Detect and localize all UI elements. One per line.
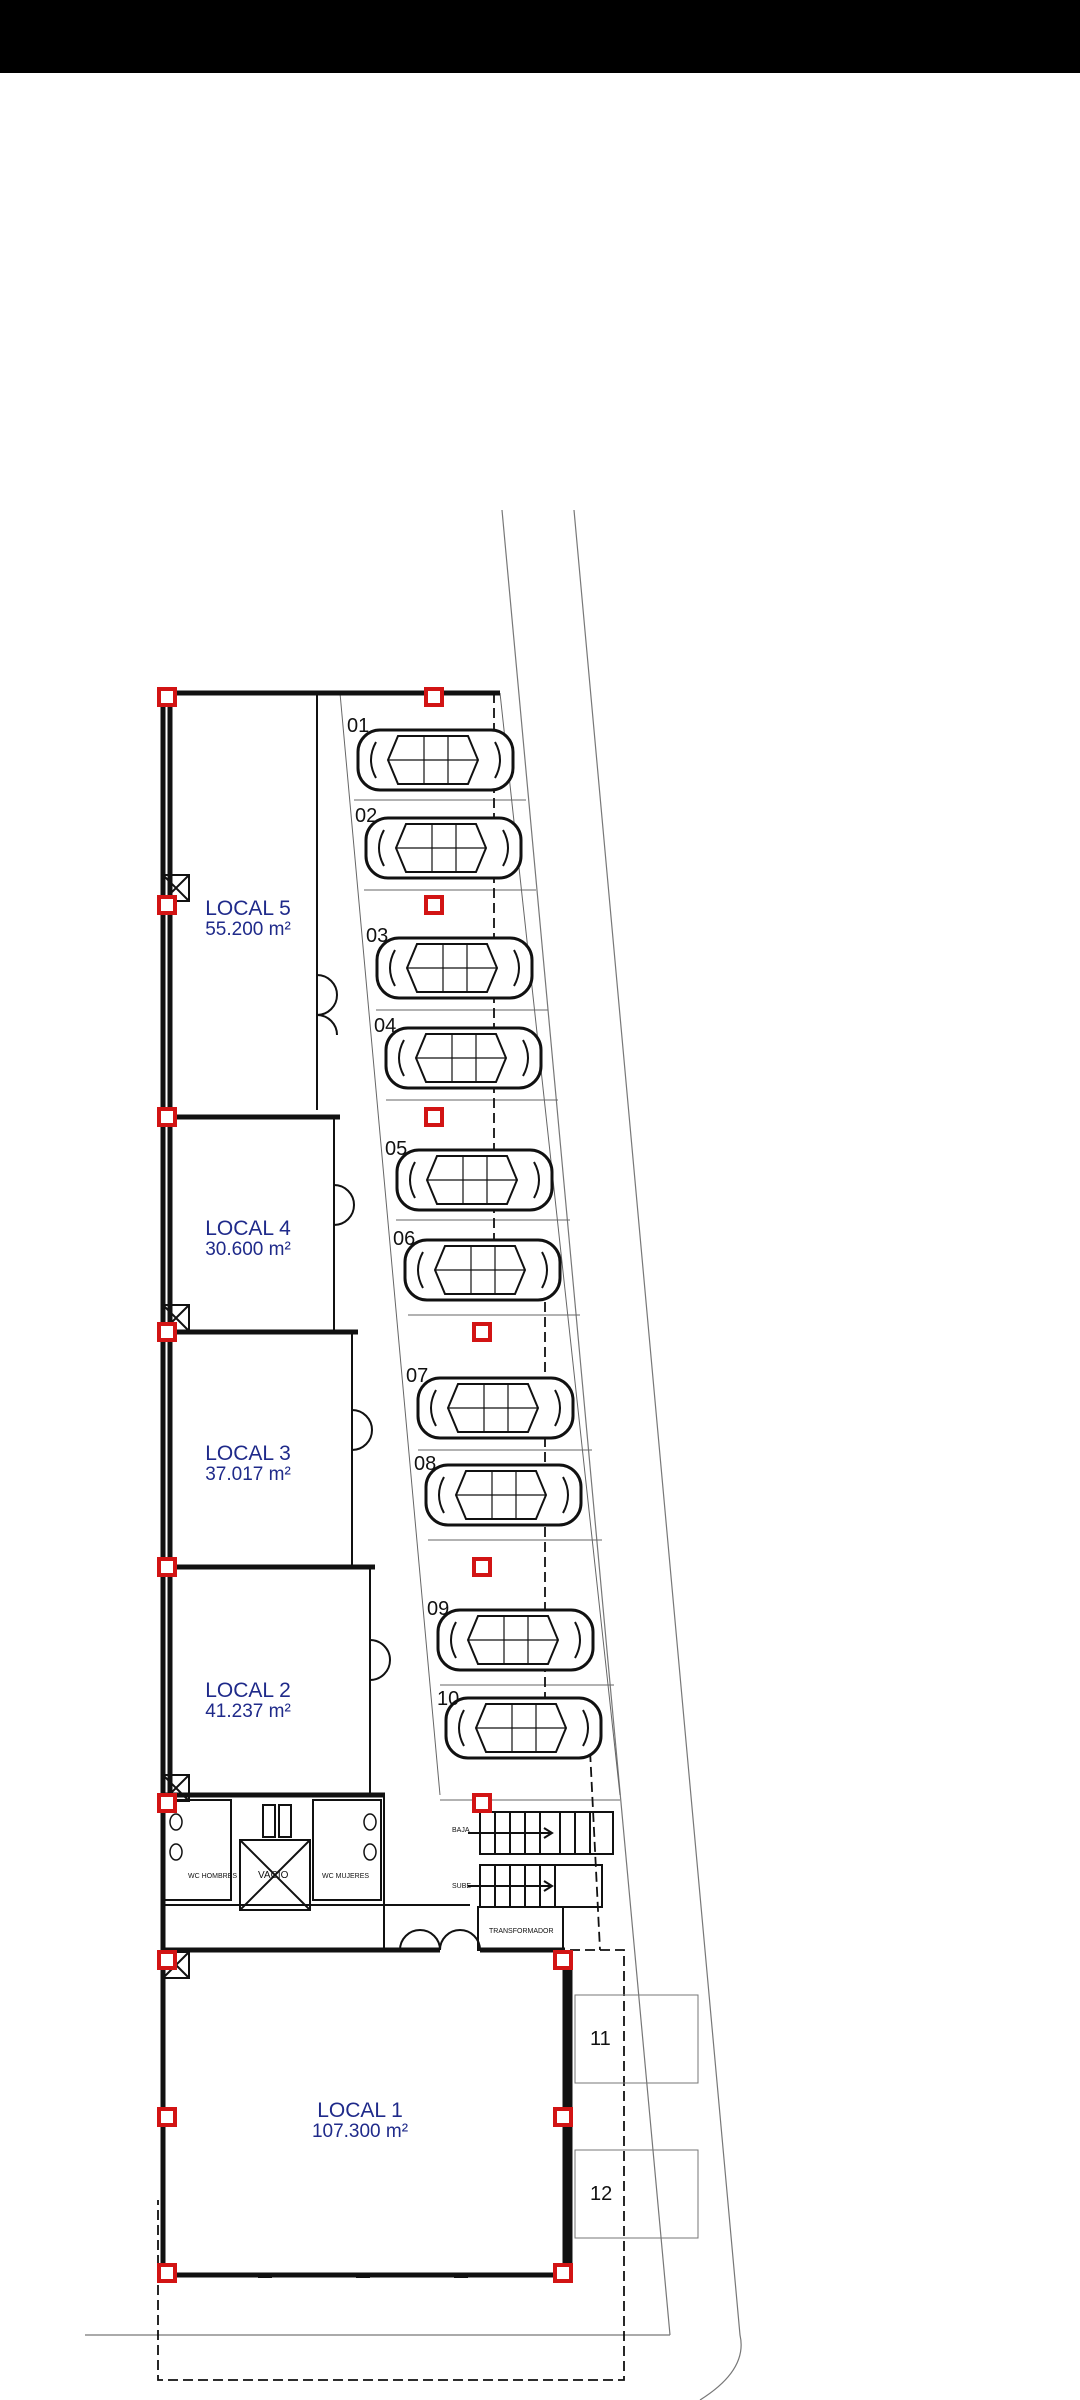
column-marker — [472, 1793, 492, 1813]
column-marker — [424, 1107, 444, 1127]
room-1-name: LOCAL 1 — [317, 2099, 403, 2122]
parked-car — [356, 728, 515, 792]
room-3-name: LOCAL 3 — [205, 1442, 291, 1465]
column-marker — [157, 2263, 177, 2283]
parking-space-04: 04 — [374, 1015, 396, 1037]
wc-women-label: WC MUJERES — [322, 1873, 369, 1880]
parking-space-03: 03 — [366, 925, 388, 947]
void-label: VACIO — [258, 1870, 289, 1881]
parked-car — [444, 1696, 603, 1760]
window-marks — [258, 2080, 570, 2278]
doors — [316, 974, 481, 1951]
column-marker — [424, 687, 444, 707]
column-marker — [157, 1793, 177, 1813]
parked-car — [436, 1608, 595, 1672]
room-5-name: LOCAL 5 — [205, 897, 291, 920]
parked-car — [403, 1238, 562, 1302]
column-marker — [157, 895, 177, 915]
service-block — [162, 1799, 382, 1911]
column-marker — [157, 1557, 177, 1577]
parking-space-08: 08 — [414, 1453, 436, 1475]
parked-car — [364, 816, 523, 880]
room-2-name: LOCAL 2 — [205, 1679, 291, 1702]
column-marker — [553, 2263, 573, 2283]
parked-car — [375, 936, 534, 1000]
room-2-area: 41.237 m² — [205, 1701, 291, 1722]
room-4-area: 30.600 m² — [205, 1239, 291, 1260]
column-marker — [157, 2107, 177, 2127]
outdoor-spaces — [574, 1994, 699, 2239]
street-lines — [85, 509, 742, 2400]
cars — [356, 728, 603, 1760]
parking-space-07: 07 — [406, 1365, 428, 1387]
parking-space-06: 06 — [393, 1228, 415, 1250]
top-bar — [0, 0, 1080, 73]
parking-lane — [339, 692, 621, 1801]
stairs — [468, 1811, 614, 1951]
stair-down-label: BAJA — [452, 1827, 470, 1834]
stair-up-label: SUBE — [452, 1883, 471, 1890]
parked-car — [395, 1148, 554, 1212]
parked-car — [416, 1376, 575, 1440]
room-4-name: LOCAL 4 — [205, 1217, 291, 1240]
wc-fixtures — [169, 1813, 377, 1861]
parking-space-02: 02 — [355, 805, 377, 827]
column-marker — [157, 687, 177, 707]
outdoor-space-12: 12 — [590, 2183, 612, 2205]
column-marker — [553, 1950, 573, 1970]
parking-space-09: 09 — [427, 1598, 449, 1620]
wc-men-label: WC HOMBRES — [188, 1873, 237, 1880]
columns — [157, 687, 573, 2283]
parking-space-01: 01 — [347, 715, 369, 737]
parked-car — [424, 1463, 583, 1527]
parked-car — [384, 1026, 543, 1090]
room-3-area: 37.017 m² — [205, 1464, 291, 1485]
parking-space-05: 05 — [385, 1138, 407, 1160]
column-marker — [157, 1322, 177, 1342]
column-marker — [157, 1107, 177, 1127]
outdoor-space-11: 11 — [590, 2028, 611, 2050]
room-1-area: 107.300 m² — [312, 2121, 408, 2142]
column-marker — [424, 895, 444, 915]
parking-space-10: 10 — [437, 1688, 459, 1710]
transformer-label: TRANSFORMADOR — [489, 1928, 554, 1935]
column-marker — [472, 1322, 492, 1342]
column-marker — [157, 1950, 177, 1970]
column-marker — [472, 1557, 492, 1577]
thin-walls — [163, 693, 470, 1950]
room-5-area: 55.200 m² — [205, 919, 291, 940]
column-marker — [553, 2107, 573, 2127]
